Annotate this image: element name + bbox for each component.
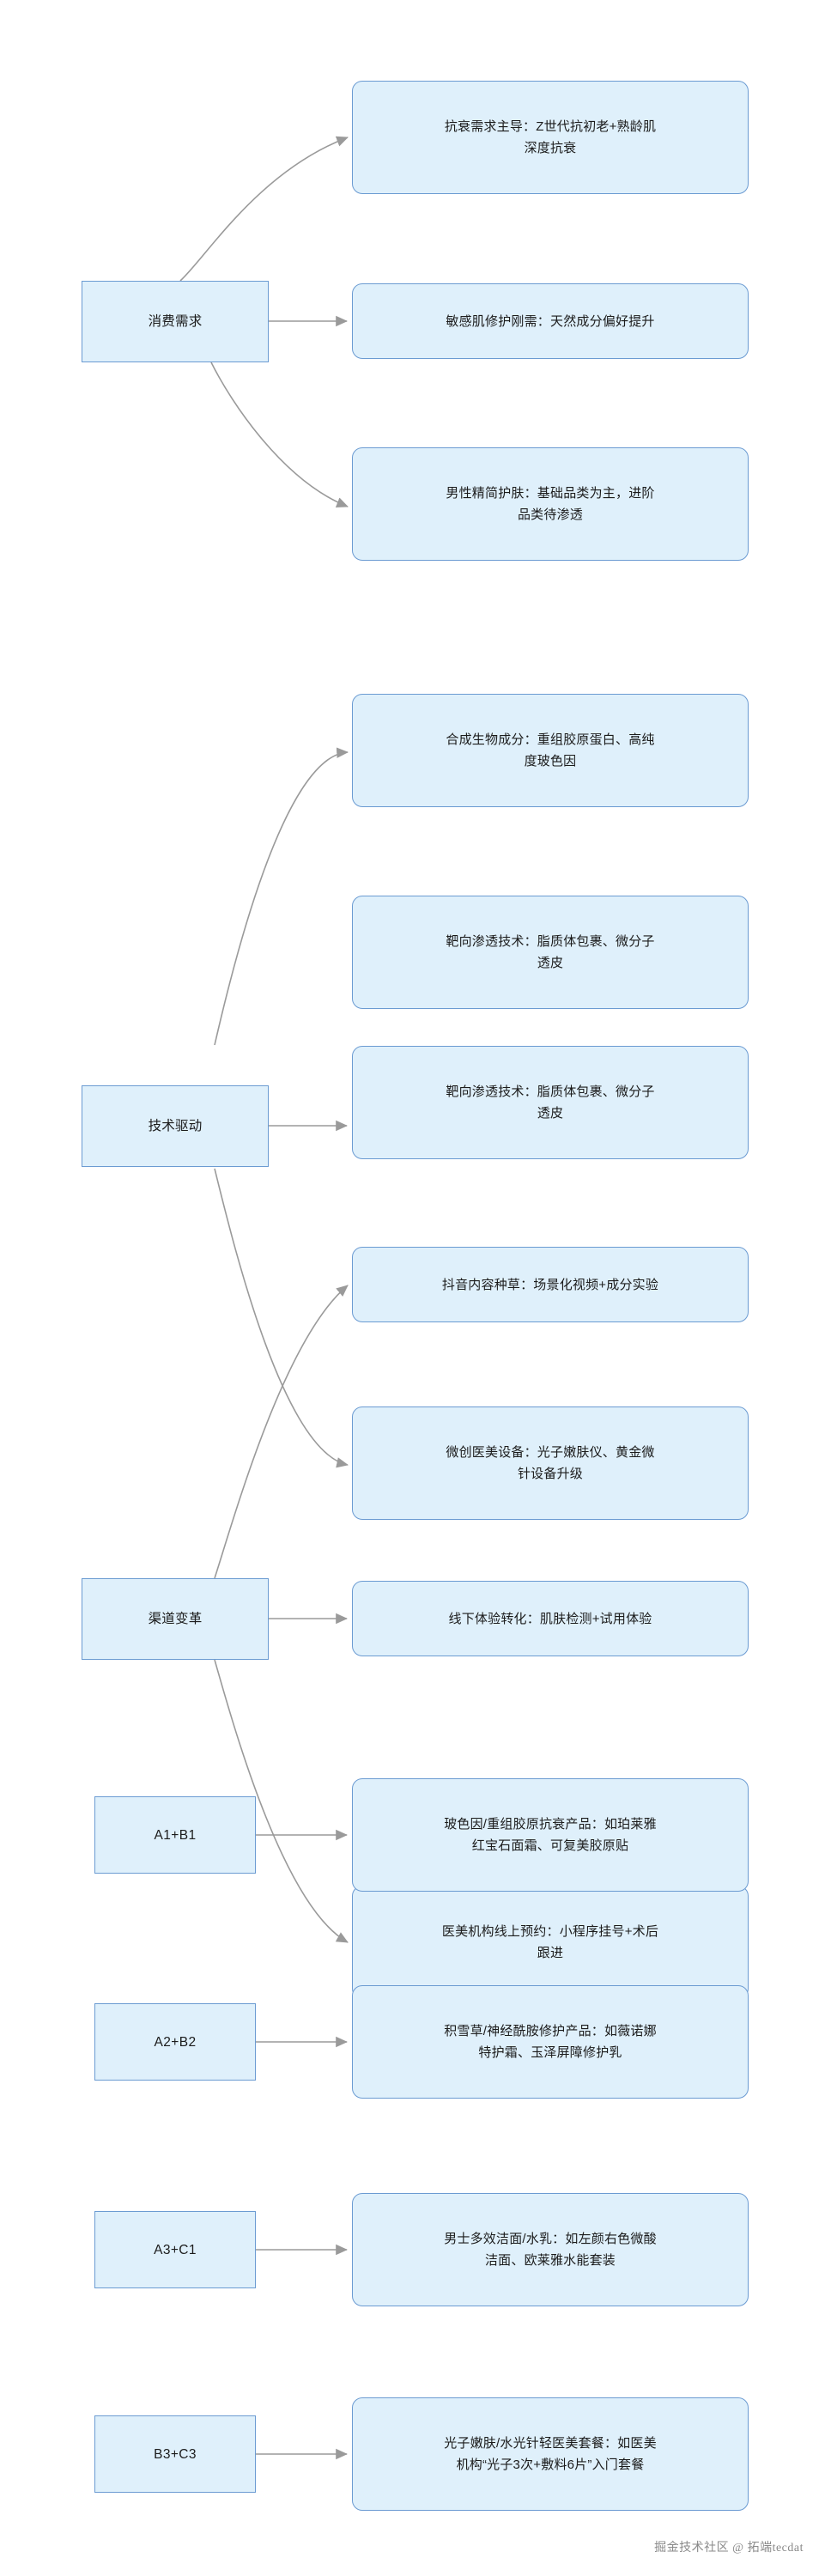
- edge-channel-to-douyin: [214, 1285, 349, 1579]
- edge-tech-to-synbio: [214, 747, 349, 1046]
- node-product-anti-aging-label: 玻色因/重组胶原抗衰产品：如珀莱雅 红宝石面霜、可复美胶原贴: [444, 1817, 657, 1853]
- node-combo-a1b1[interactable]: A1+B1: [94, 1796, 256, 1874]
- node-synbio-ingredients[interactable]: 合成生物成分：重组胶原蛋白、高纯 度玻色因: [352, 694, 749, 807]
- node-targeted-delivery-2-label: 靶向渗透技术：脂质体包裹、微分子 透皮: [446, 1084, 655, 1121]
- node-synbio-ingredients-label: 合成生物成分：重组胶原蛋白、高纯 度玻色因: [446, 732, 655, 769]
- edge-consumer-to-anti-aging: [179, 136, 349, 282]
- edge-channel-to-booking: [214, 1659, 349, 1943]
- node-sensitive-repair[interactable]: 敏感肌修护刚需：天然成分偏好提升: [352, 283, 749, 359]
- node-channel-change-label: 渠道变革: [148, 1612, 203, 1626]
- node-tech-driven[interactable]: 技术驱动: [82, 1085, 269, 1167]
- node-combo-a2b2[interactable]: A2+B2: [94, 2003, 256, 2081]
- node-offline-experience-label: 线下体验转化：肌肤检测+试用体验: [448, 1611, 652, 1626]
- node-product-anti-aging[interactable]: 玻色因/重组胶原抗衰产品：如珀莱雅 红宝石面霜、可复美胶原贴: [352, 1778, 749, 1892]
- node-anti-aging-demand[interactable]: 抗衰需求主导：Z世代抗初老+熟龄肌 深度抗衰: [352, 81, 749, 194]
- node-male-simple-care[interactable]: 男性精简护肤：基础品类为主，进阶 品类待渗透: [352, 447, 749, 561]
- node-product-male[interactable]: 男士多效洁面/水乳：如左颜右色微酸 洁面、欧莱雅水能套装: [352, 2193, 749, 2306]
- node-combo-a3c1-label: A3+C1: [154, 2242, 197, 2257]
- edge-tech-to-device: [214, 1168, 349, 1468]
- node-sensitive-repair-label: 敏感肌修护刚需：天然成分偏好提升: [446, 313, 655, 329]
- node-channel-change[interactable]: 渠道变革: [82, 1578, 269, 1660]
- node-male-simple-care-label: 男性精简护肤：基础品类为主，进阶 品类待渗透: [446, 486, 655, 522]
- node-minimally-invasive-device-label: 微创医美设备：光子嫩肤仪、黄金微 针设备升级: [446, 1445, 655, 1481]
- node-consumer-demand[interactable]: 消费需求: [82, 281, 269, 362]
- node-targeted-delivery-label: 靶向渗透技术：脂质体包裹、微分子 透皮: [446, 934, 655, 970]
- node-combo-b3c3[interactable]: B3+C3: [94, 2415, 256, 2493]
- node-product-medical-beauty-label: 光子嫩肤/水光针轻医美套餐：如医美 机构“光子3次+敷料6片”入门套餐: [444, 2436, 657, 2472]
- node-targeted-delivery-2[interactable]: 靶向渗透技术：脂质体包裹、微分子 透皮: [352, 1046, 749, 1159]
- node-anti-aging-demand-label: 抗衰需求主导：Z世代抗初老+熟龄肌 深度抗衰: [444, 119, 657, 155]
- node-consumer-demand-label: 消费需求: [148, 314, 203, 329]
- edge-consumer-to-male: [210, 361, 349, 508]
- node-product-repair-label: 积雪草/神经酰胺修护产品：如薇诺娜 特护霜、玉泽屏障修护乳: [444, 2024, 657, 2060]
- node-combo-a1b1-label: A1+B1: [154, 1827, 197, 1843]
- node-product-medical-beauty[interactable]: 光子嫩肤/水光针轻医美套餐：如医美 机构“光子3次+敷料6片”入门套餐: [352, 2397, 749, 2511]
- node-combo-a3c1[interactable]: A3+C1: [94, 2211, 256, 2288]
- node-tech-driven-label: 技术驱动: [148, 1119, 203, 1133]
- node-targeted-delivery[interactable]: 靶向渗透技术：脂质体包裹、微分子 透皮: [352, 896, 749, 1009]
- node-douyin-content-label: 抖音内容种草：场景化视频+成分实验: [441, 1277, 659, 1292]
- node-douyin-content[interactable]: 抖音内容种草：场景化视频+成分实验: [352, 1247, 749, 1322]
- node-online-booking[interactable]: 医美机构线上预约：小程序挂号+术后 跟进: [352, 1886, 749, 1999]
- node-online-booking-label: 医美机构线上预约：小程序挂号+术后 跟进: [441, 1924, 659, 1960]
- node-offline-experience[interactable]: 线下体验转化：肌肤检测+试用体验: [352, 1581, 749, 1656]
- watermark-text: 掘金技术社区 @ 拓端tecdat: [654, 2542, 804, 2555]
- node-product-repair[interactable]: 积雪草/神经酰胺修护产品：如薇诺娜 特护霜、玉泽屏障修护乳: [352, 1985, 749, 2099]
- node-minimally-invasive-device[interactable]: 微创医美设备：光子嫩肤仪、黄金微 针设备升级: [352, 1406, 749, 1520]
- node-combo-a2b2-label: A2+B2: [154, 2034, 197, 2050]
- node-combo-b3c3-label: B3+C3: [154, 2446, 197, 2462]
- node-product-male-label: 男士多效洁面/水乳：如左颜右色微酸 洁面、欧莱雅水能套装: [444, 2232, 657, 2268]
